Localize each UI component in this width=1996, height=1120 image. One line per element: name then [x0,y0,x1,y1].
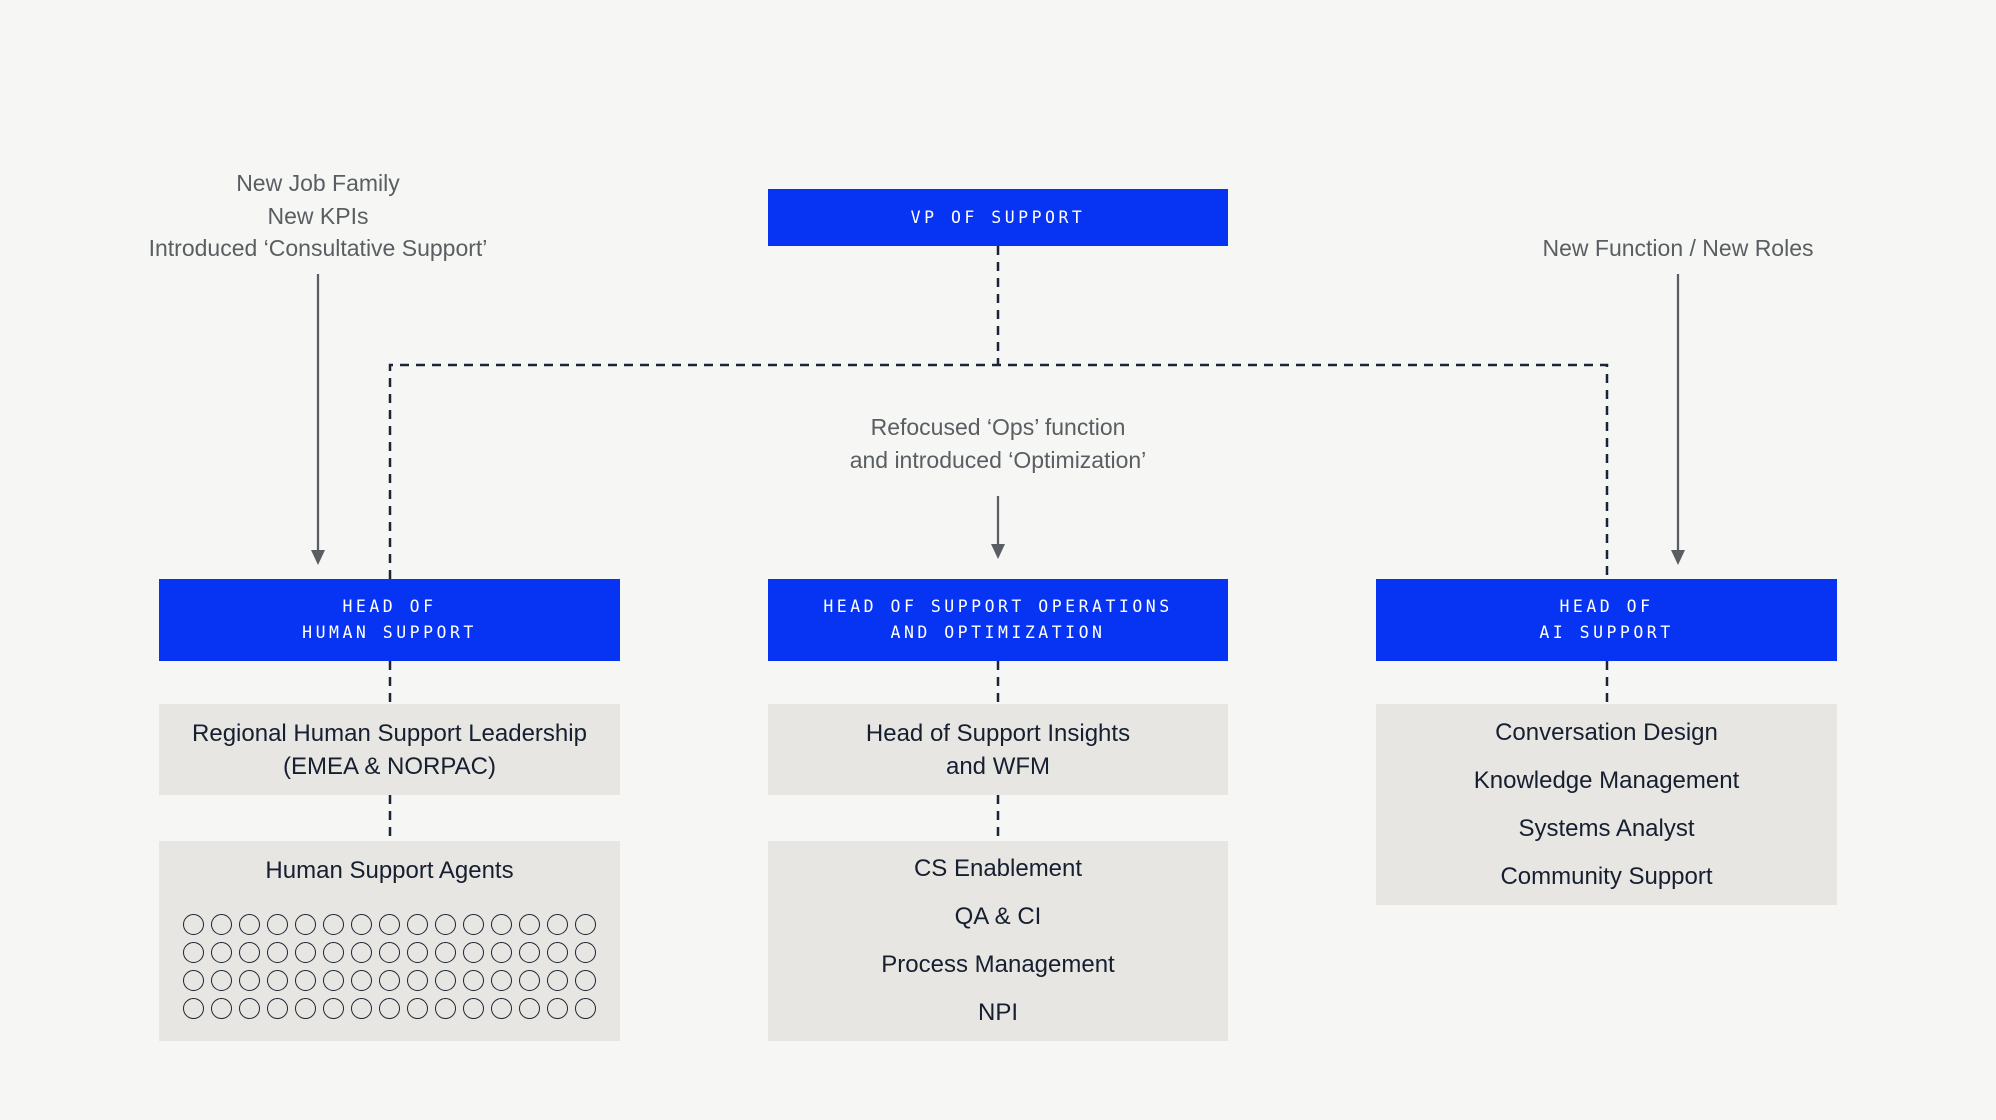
support-insights-box: Head of Support Insights and WFM [768,704,1228,795]
agent-dot [295,914,316,935]
agent-dot [183,998,204,1019]
agent-dot [519,970,540,991]
agent-dot [211,970,232,991]
agent-dot [295,970,316,991]
agent-dot [435,970,456,991]
annotation-ai-support: New Function / New Roles [1428,232,1928,265]
team-list-item: QA & CI [954,903,1042,930]
agent-dot [519,914,540,935]
agent-dot [351,914,372,935]
agents-title: Human Support Agents [265,857,514,884]
annotation-line: Refocused ‘Ops’ function [870,414,1126,440]
agent-dot [323,942,344,963]
agent-dot [463,970,484,991]
agent-dot [183,970,204,991]
agent-dot [323,970,344,991]
agent-dot [547,942,568,963]
agent-dot [519,942,540,963]
agent-dot [575,942,596,963]
agent-dot [491,914,512,935]
agent-dot-row [183,914,596,935]
team-list-item: NPI [977,999,1018,1026]
team-list-item: Process Management [881,951,1115,978]
agent-dot [547,998,568,1019]
agent-dot [239,998,260,1019]
agent-dot [491,970,512,991]
agent-dot [379,914,400,935]
agent-dot [575,970,596,991]
agent-dot [519,998,540,1019]
regional-leadership-box: Regional Human Support Leadership (EMEA … [159,704,620,795]
agent-dot [575,914,596,935]
agent-dot-row [183,942,596,963]
agent-dot [407,998,428,1019]
arrow-middle [991,496,1005,559]
agent-dot [379,998,400,1019]
agent-dot [267,942,288,963]
agent-dot-row [183,970,596,991]
annotation-line: Introduced ‘Consultative Support’ [148,235,488,261]
agent-dot [295,998,316,1019]
agent-dot [295,942,316,963]
agent-dot [211,998,232,1019]
agent-dot [463,914,484,935]
agent-dot [267,998,288,1019]
agent-dot [239,942,260,963]
agent-dot [407,914,428,935]
agent-dot [407,970,428,991]
team-list-item: Community Support [1500,862,1713,890]
agent-dot [407,942,428,963]
dashed-line-branches [388,363,1609,579]
agent-dot [463,942,484,963]
team-list-item: CS Enablement [913,855,1083,882]
agent-dot [435,914,456,935]
agent-dot [575,998,596,1019]
agent-dot [491,942,512,963]
agent-dot [463,998,484,1019]
head-of-operations-box: HEAD OF SUPPORT OPERATIONS AND OPTIMIZAT… [768,579,1228,661]
team-list-item: Conversation Design [1495,718,1718,746]
vp-of-support-box: VP OF SUPPORT [768,189,1228,246]
head-of-ai-support-box: HEAD OF AI SUPPORT [1376,579,1837,661]
agent-dot [379,942,400,963]
annotation-human-support: New Job Family New KPIs Introduced ‘Cons… [68,167,568,265]
agent-dot [435,942,456,963]
agents-dot-grid [183,914,596,1019]
annotation-line: New Function / New Roles [1542,235,1814,261]
annotation-line: and introduced ‘Optimization’ [849,446,1147,473]
agent-dot [323,998,344,1019]
human-support-agents-box: Human Support Agents [159,841,620,1041]
agent-dot [547,914,568,935]
team-list-item: Systems Analyst [1518,814,1695,842]
agent-dot [267,914,288,935]
annotation-line: New Job Family [236,170,400,196]
annotation-line: New KPIs [267,202,369,229]
agent-dot [323,914,344,935]
agent-dot [211,914,232,935]
agent-dot-row [183,998,596,1019]
agent-dot [239,914,260,935]
agent-dot [267,970,288,991]
agent-dot [351,942,372,963]
agent-dot [491,998,512,1019]
arrow-right [1671,274,1685,565]
agent-dot [351,970,372,991]
team-list-item: Knowledge Management [1473,766,1740,794]
agent-dot [547,970,568,991]
ai-teams-box: Conversation Design Knowledge Management… [1376,704,1837,905]
agent-dot [351,998,372,1019]
agent-dot [239,970,260,991]
arrow-left [311,274,325,565]
agent-dot [183,914,204,935]
operations-teams-box: CS Enablement QA & CI Process Management… [768,841,1228,1041]
head-of-human-support-box: HEAD OF HUMAN SUPPORT [159,579,620,661]
agent-dot [183,942,204,963]
agent-dot [435,998,456,1019]
agent-dot [211,942,232,963]
agent-dot [379,970,400,991]
annotation-operations: Refocused ‘Ops’ function and introduced … [748,411,1248,476]
